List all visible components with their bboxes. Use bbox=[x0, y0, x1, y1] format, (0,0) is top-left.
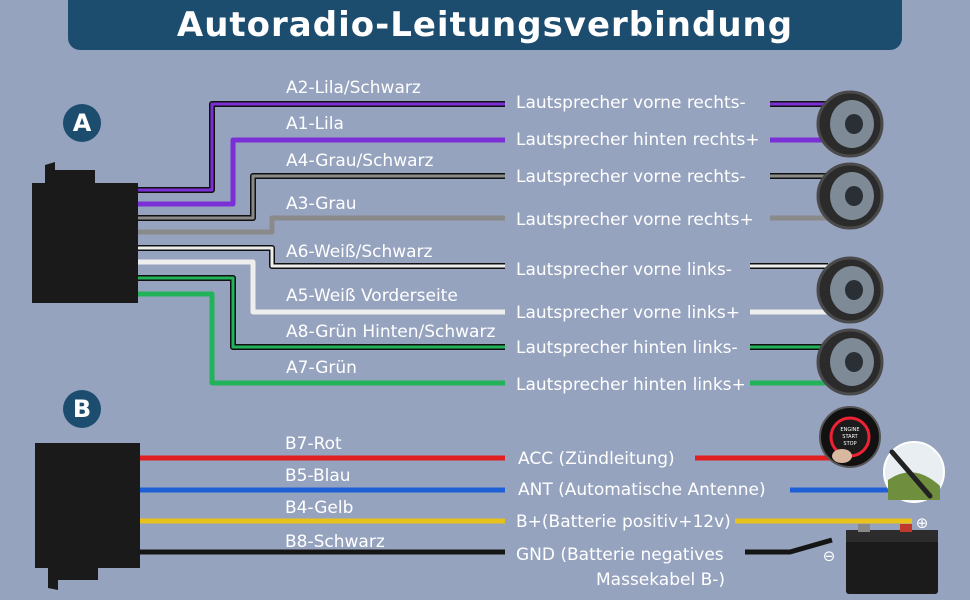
antenna-rod bbox=[889, 449, 933, 499]
wire-a6 bbox=[138, 246, 505, 268]
connector-b-clip bbox=[48, 568, 98, 590]
wire-a4 bbox=[138, 174, 505, 220]
wire-a5 bbox=[138, 259, 505, 315]
wire-code-label: A6-Weiß/Schwarz bbox=[286, 242, 433, 262]
speaker-dust-cap bbox=[845, 114, 863, 134]
wire-a7 bbox=[138, 291, 505, 386]
connector-badge-b: B bbox=[63, 390, 101, 428]
battery-terminal-neg bbox=[858, 524, 870, 532]
connector-a-body bbox=[32, 183, 138, 303]
wire-function-label: Lautsprecher hinten rechts+ bbox=[516, 130, 760, 150]
wire-code-label: A1-Lila bbox=[286, 114, 344, 134]
finger-icon bbox=[832, 449, 852, 463]
wire-code-label: A7-Grün bbox=[286, 358, 357, 378]
start-button-text: START bbox=[842, 434, 858, 440]
wire-code-label: A8-Grün Hinten/Schwarz bbox=[286, 322, 496, 342]
wire-function-label: Lautsprecher vorne rechts+ bbox=[516, 210, 754, 230]
speaker-dust-cap bbox=[845, 352, 863, 372]
wire-function-label-line2: Massekabel B-) bbox=[596, 570, 726, 590]
speaker-dust-cap bbox=[845, 186, 863, 206]
speaker-dust-cap bbox=[845, 280, 863, 300]
wire-a1 bbox=[138, 137, 505, 207]
wire-function-label: Lautsprecher vorne links- bbox=[516, 260, 732, 280]
wire-function-label: ANT (Automatische Antenne) bbox=[518, 480, 766, 500]
wire-a3 bbox=[138, 215, 505, 235]
battery-terminal-pos bbox=[900, 524, 912, 532]
battery-top bbox=[846, 530, 938, 542]
wire-function-label: ACC (Zündleitung) bbox=[518, 449, 675, 469]
wire-code-label: B8-Schwarz bbox=[285, 532, 385, 552]
title-banner: Autoradio-Leitungsverbindung bbox=[68, 0, 902, 50]
connector-b-body bbox=[35, 443, 140, 568]
battery-plus-icon: ⊕ bbox=[916, 514, 929, 532]
wire-code-label: B4-Gelb bbox=[285, 498, 354, 518]
wire-function-label: Lautsprecher hinten links- bbox=[516, 338, 738, 358]
connector-badge-a: A bbox=[63, 104, 101, 142]
battery-minus-icon: ⊖ bbox=[823, 547, 836, 565]
connector-a-clip bbox=[45, 162, 95, 183]
page-title: Autoradio-Leitungsverbindung bbox=[176, 5, 794, 45]
wire-function-label: Lautsprecher vorne rechts- bbox=[516, 93, 746, 113]
wire-code-label: B7-Rot bbox=[285, 434, 342, 454]
wire-function-label: B+(Batterie positiv+12v) bbox=[516, 512, 731, 532]
wire-code-label: A4-Grau/Schwarz bbox=[286, 151, 434, 171]
wire-code-label: A5-Weiß Vorderseite bbox=[286, 286, 458, 306]
wire-function-label: Lautsprecher vorne rechts- bbox=[516, 167, 746, 187]
wire-function-label: GND (Batterie negatives bbox=[516, 545, 724, 565]
start-button-text: STOP bbox=[843, 441, 856, 447]
wire-a2 bbox=[138, 102, 505, 192]
wire-code-label: A3-Grau bbox=[286, 194, 357, 214]
wire-code-label: A2-Lila/Schwarz bbox=[286, 78, 421, 98]
wire-function-label: Lautsprecher vorne links+ bbox=[516, 303, 740, 323]
battery-icon bbox=[846, 538, 938, 594]
start-button-text: ENGINE bbox=[840, 427, 859, 433]
wire-function-label: Lautsprecher hinten links+ bbox=[516, 375, 746, 395]
wire-code-label: B5-Blau bbox=[285, 466, 351, 486]
wire-a8 bbox=[138, 276, 505, 349]
wire-end-b8 bbox=[745, 537, 833, 555]
